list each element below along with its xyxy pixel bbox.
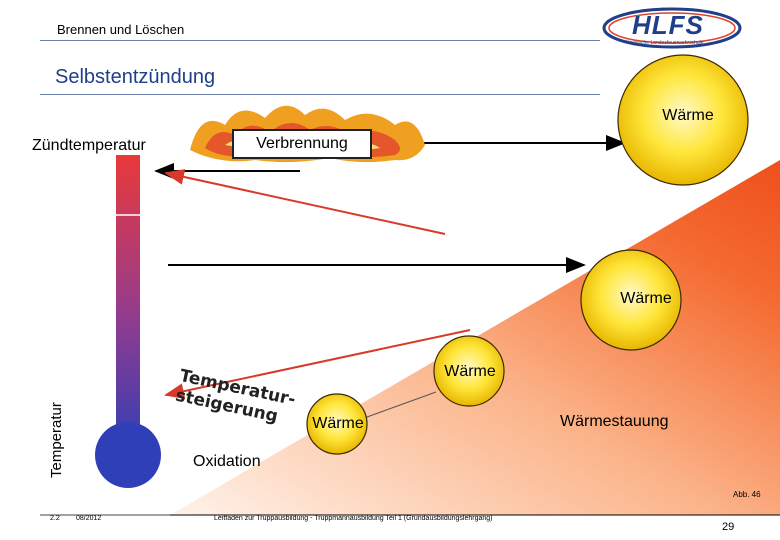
label-waermestauung: Wärmestauung <box>560 413 669 430</box>
sphere-small <box>306 393 368 455</box>
arrow-thin <box>355 391 437 422</box>
header-rule <box>40 40 600 41</box>
label-oxidation: Oxidation <box>193 453 261 470</box>
footer-source: Leitfaden zur Truppausbildung - Truppman… <box>214 515 493 522</box>
sphere-large <box>617 54 749 186</box>
footer-section: 2.2 <box>50 515 60 522</box>
axis-label-temperatur: Temperatur <box>48 402 65 478</box>
figure-number: Abb. 46 <box>733 490 761 499</box>
label-waerme-mid: Wärme <box>620 290 672 307</box>
logo-subtitle: Hessische Landesfeuerwehrschule <box>626 40 704 46</box>
hlfs-swoosh-icon <box>602 7 742 49</box>
hlfs-logo: HLFS Hessische Landesfeuerwehrschule <box>602 6 742 50</box>
page-title: Selbstentzündung <box>55 66 216 88</box>
label-waerme-center: Wärme <box>444 363 496 380</box>
thermometer-bulb <box>95 422 161 488</box>
arrow-red-bottom <box>164 329 471 400</box>
header-subject: Brennen und Löschen <box>57 22 185 37</box>
sphere-center <box>433 335 505 407</box>
label-waerme-top: Wärme <box>662 107 714 124</box>
sphere-mid <box>580 249 682 351</box>
label-zuendtemperatur: Zündtemperatur <box>32 137 146 154</box>
thermometer-tube <box>116 155 140 455</box>
label-verbrennung: Verbrennung <box>232 129 372 159</box>
logo-text: HLFS <box>632 10 704 40</box>
label-waerme-small: Wärme <box>312 415 364 432</box>
page-number: 29 <box>722 521 735 533</box>
title-rule <box>40 94 600 95</box>
arrow-red-top <box>164 169 446 235</box>
footer-date: 08/2012 <box>76 515 102 522</box>
